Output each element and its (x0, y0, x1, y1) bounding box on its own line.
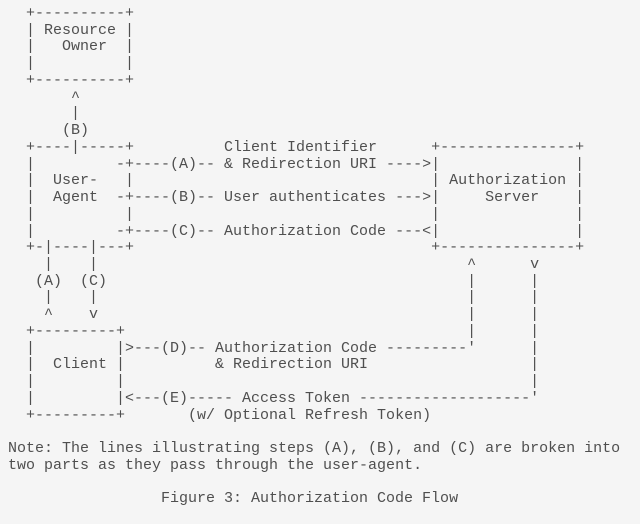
figure-caption: Figure 3: Authorization Code Flow (161, 490, 459, 508)
authorization-code-flow-ascii-diagram: +----------+ | Resource | | Owner | | | … (26, 5, 585, 424)
diagram-note: Note: The lines illustrating steps (A), … (8, 440, 621, 474)
